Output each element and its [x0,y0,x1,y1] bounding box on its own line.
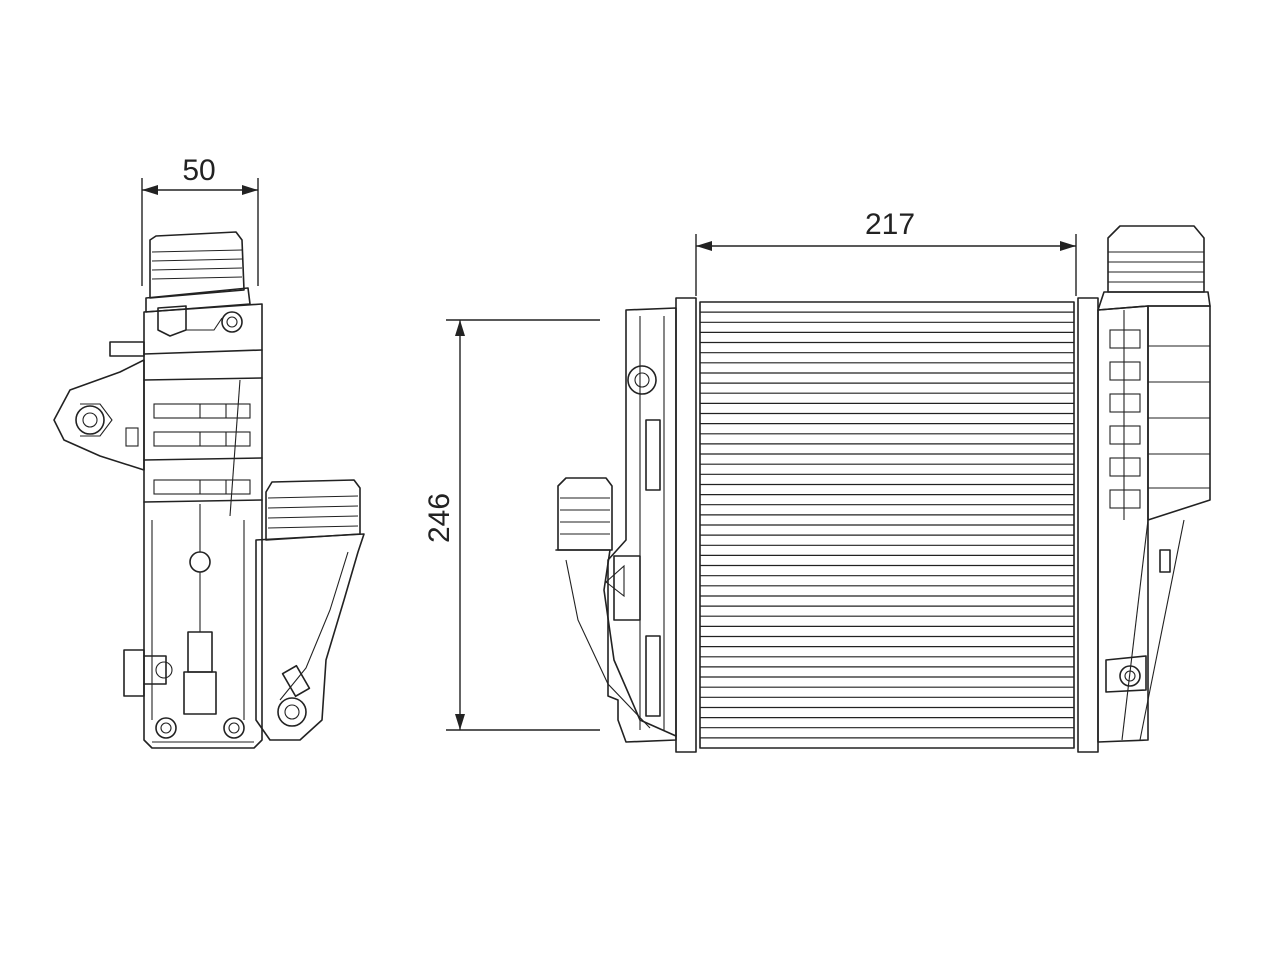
dimension-length-label: 217 [865,208,915,241]
dimension-width: 50 [141,154,259,286]
side-view [53,231,365,749]
front-view [555,225,1211,753]
radiator-fins [700,311,1074,739]
front-view-core [699,301,1075,749]
front-view-right-tank [1077,225,1211,753]
dimension-width-label: 50 [182,154,215,187]
side-view-bottom-connector [255,479,365,741]
dimension-height-label: 246 [423,493,456,543]
dimension-height: 246 [423,319,600,731]
front-view-left-tank [555,297,697,753]
side-view-body [53,303,263,749]
dimension-length: 217 [695,208,1077,296]
side-view-top-connector [145,231,251,313]
